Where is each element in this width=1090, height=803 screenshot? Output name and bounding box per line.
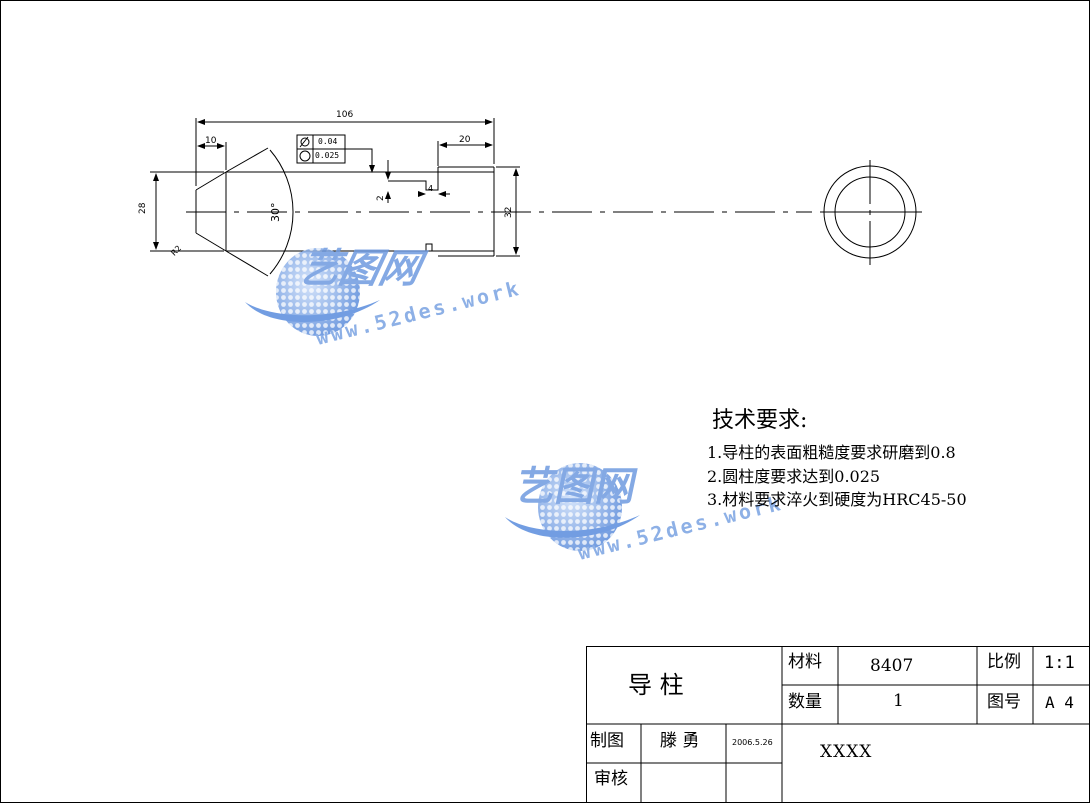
- dim-label-2: 2: [376, 195, 386, 201]
- scale-value: 1:1: [1044, 653, 1075, 673]
- angle-arc: [269, 149, 294, 275]
- svg-text:艺图网: 艺图网: [295, 244, 431, 291]
- angle-extension-top: [225, 147, 269, 173]
- dim-label-10: 10: [205, 136, 217, 146]
- scale-label: 比例: [987, 652, 1021, 672]
- tech-requirement-item: 2.圆柱度要求达到0.025: [707, 467, 881, 486]
- chamfer-lower: [195, 232, 227, 252]
- angle-extension-bottom: [225, 250, 269, 277]
- chamfer-upper: [195, 171, 227, 191]
- drawing-date: 2006.5.26: [732, 738, 773, 747]
- tech-requirements-title: 技术要求:: [712, 408, 808, 433]
- reviewed-label: 审核: [594, 769, 628, 789]
- tolerance-value-1: 0.04: [318, 137, 338, 146]
- guide-pillar-front-view: [150, 118, 812, 277]
- dim-label-32: 32: [504, 206, 514, 218]
- drawn-by-label: 制图: [590, 731, 624, 751]
- groove-top: [388, 167, 439, 191]
- tolerance-leader: [345, 148, 375, 173]
- watermark-logo-1: 艺图网 www.52des.work: [245, 244, 524, 350]
- cylindricity-icon: [300, 137, 310, 147]
- dim-label-30-deg: 30°: [269, 202, 282, 223]
- drawn-by-value: 滕 勇: [660, 731, 700, 751]
- tech-requirement-item: 1.导柱的表面粗糙度要求研磨到0.8: [707, 443, 956, 462]
- dim-label-4: 4: [428, 184, 434, 193]
- guide-pillar-side-view: [820, 160, 922, 265]
- tolerance-value-2: 0.025: [315, 151, 340, 160]
- quantity-value: 1: [893, 691, 904, 711]
- circularity-icon: [299, 150, 311, 162]
- quantity-label: 数量: [788, 692, 822, 712]
- material-value: 8407: [870, 656, 914, 676]
- dim-label-20: 20: [459, 135, 471, 145]
- cylindricity-icon-stroke: [299, 136, 309, 148]
- svg-text:艺图网: 艺图网: [512, 462, 642, 509]
- dim-label-106: 106: [336, 110, 354, 120]
- company-name: XXXX: [820, 742, 873, 762]
- part-name: 导 柱: [628, 671, 684, 699]
- drawing-no-label: 图号: [987, 692, 1021, 712]
- groove-bottom: [425, 243, 433, 251]
- dim-label-28: 28: [138, 202, 148, 214]
- tech-requirement-item: 3.材料要求淬火到硬度为HRC45-50: [707, 490, 967, 509]
- material-label: 材料: [788, 652, 822, 672]
- drawing-no-value: A 4: [1045, 693, 1074, 712]
